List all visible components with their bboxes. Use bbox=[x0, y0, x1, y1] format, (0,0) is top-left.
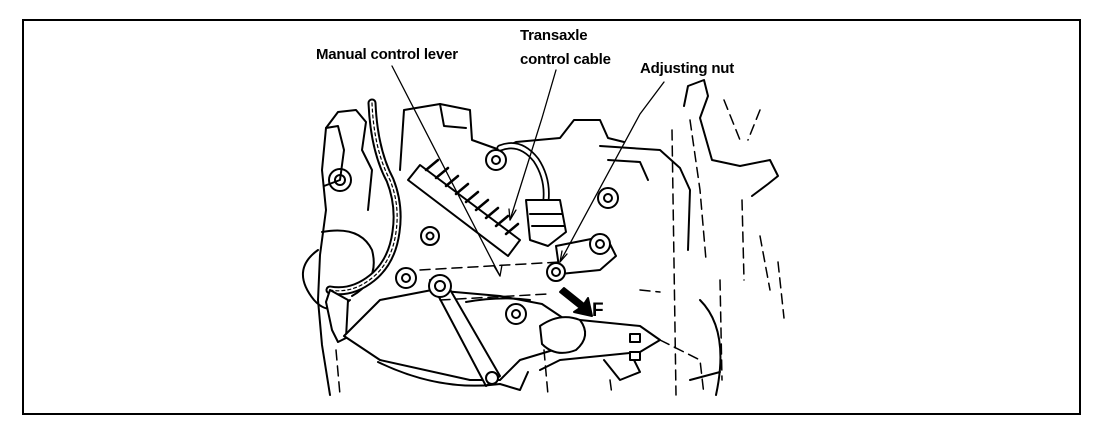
leader-adjusting-nut bbox=[559, 81, 665, 263]
right-bracket bbox=[539, 316, 587, 354]
leader-lines bbox=[391, 65, 665, 277]
direction-arrow bbox=[559, 287, 593, 317]
transaxle-control-cable bbox=[496, 142, 550, 204]
housing-bolt-right bbox=[597, 187, 619, 209]
harness-clamp bbox=[325, 289, 349, 343]
housing-bolt-mid bbox=[420, 226, 440, 246]
cable-mount-bolt bbox=[485, 149, 507, 171]
housing-bolt-left bbox=[328, 168, 352, 192]
housing-bracket bbox=[323, 125, 345, 187]
leader-transaxle-control-cable bbox=[509, 69, 557, 221]
adjusting-nut bbox=[546, 262, 566, 282]
lever-lower-bolt bbox=[505, 303, 527, 325]
hidden-lines bbox=[335, 99, 785, 396]
leader-manual-control-lever bbox=[391, 65, 501, 277]
label-transaxle: Transaxle bbox=[520, 27, 588, 44]
label-manual-control-lever: Manual control lever bbox=[316, 46, 458, 63]
engine-outline-right bbox=[683, 79, 779, 197]
label-adjusting-nut: Adjusting nut bbox=[640, 60, 735, 77]
case-top-outline bbox=[399, 103, 625, 171]
label-control-cable: control cable bbox=[520, 51, 611, 68]
cable-end-bolt bbox=[589, 233, 611, 255]
lever-lower-arc bbox=[377, 361, 529, 391]
cable-connector bbox=[525, 199, 567, 247]
label-direction-f: F bbox=[592, 300, 604, 321]
lever-pivot-bolt bbox=[395, 267, 417, 289]
cable-spring-housing bbox=[407, 158, 521, 257]
housing-outline bbox=[317, 109, 373, 396]
